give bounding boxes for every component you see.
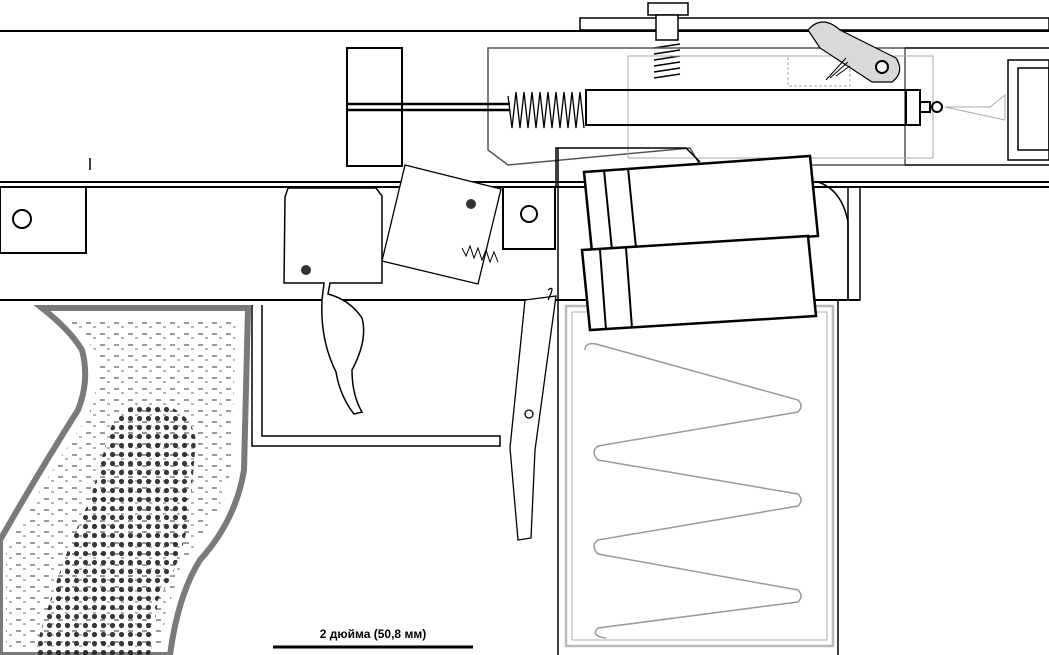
pistol-grip — [0, 305, 252, 655]
sear-block — [502, 186, 556, 250]
scale-bar-label: 2 дюйма (50,8 мм) — [320, 627, 426, 641]
trigger-guard — [251, 305, 501, 447]
magazine-spring — [584, 342, 802, 639]
disconnector — [381, 164, 502, 285]
sight-screw — [647, 2, 689, 79]
main-spring — [507, 91, 585, 129]
shotgun-shell-lower — [580, 234, 818, 332]
bolt — [585, 89, 1006, 126]
scale-bar: 2 дюйма (50,8 мм) — [273, 627, 473, 649]
magazine-catch — [509, 287, 557, 541]
firing-pin-rod — [346, 102, 510, 112]
cocking-lever — [807, 21, 901, 83]
trigger — [283, 187, 383, 415]
magazine-well — [555, 147, 861, 301]
rear-block — [346, 47, 403, 167]
stock-plate — [0, 158, 91, 254]
shotgun-shell-upper — [582, 154, 820, 254]
